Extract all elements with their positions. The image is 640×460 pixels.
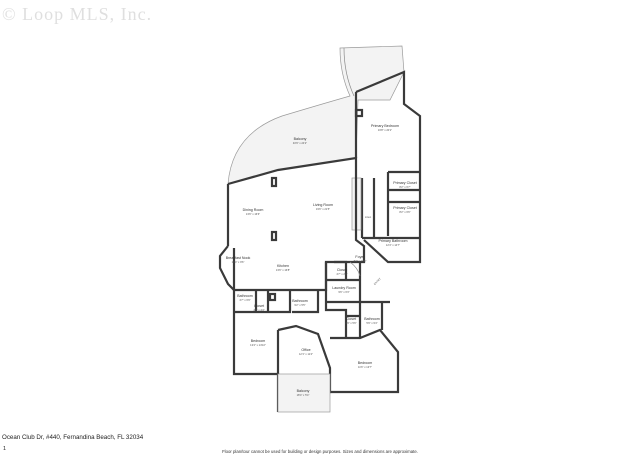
svg-text:8'4" x 10'8": 8'4" x 10'8" — [354, 259, 367, 263]
svg-text:Living Room: Living Room — [313, 203, 333, 207]
room-dining: Dining Room 13'6" x 16'6" — [243, 208, 264, 216]
room-balcony-top: Balcony 40'9" x 24'2" — [293, 137, 307, 145]
svg-text:9'6" x 6'3": 9'6" x 6'3" — [338, 290, 349, 294]
entry-label: ENTRY — [373, 277, 382, 286]
wall-kitchen — [218, 245, 312, 292]
column-top — [354, 108, 364, 118]
room-foyer: Foyer 8'4" x 10'8" — [354, 255, 367, 263]
balcony-slab-bottom — [277, 373, 331, 413]
room-closet-left: Closet 4'9" x 4'4" — [253, 304, 264, 312]
svg-text:8'2" x 6'6": 8'2" x 6'6" — [399, 210, 410, 214]
room-bathroom-mid: Bathroom 9'2" x 5'5" — [292, 299, 308, 307]
svg-text:Primary Closet: Primary Closet — [393, 181, 417, 185]
room-breakfast-nook: Breakfast Nook 10'4" x 9'6" — [226, 256, 251, 264]
svg-text:Bathroom: Bathroom — [364, 317, 380, 321]
svg-text:Bedroom: Bedroom — [358, 361, 373, 365]
room-closet-right: Closet 4'9" x 5'6" — [345, 317, 356, 325]
svg-text:Bathroom: Bathroom — [237, 294, 253, 298]
room-office: Office 12'1" x 11'4" — [299, 348, 313, 356]
room-bathroom-left: Bathroom 4'7" x 6'9" — [237, 294, 253, 302]
svg-text:Foyer: Foyer — [355, 255, 365, 259]
svg-text:16'8" x 20'1": 16'8" x 20'1" — [378, 128, 392, 132]
svg-text:Linen: Linen — [365, 215, 372, 219]
svg-text:4'7" x 6'9": 4'7" x 6'9" — [239, 298, 250, 302]
svg-text:Laundry Room: Laundry Room — [332, 286, 356, 290]
room-bedroom-right: Bedroom 11'6" x 13'7" — [358, 361, 373, 369]
svg-text:11'6" x 13'7": 11'6" x 13'7" — [358, 365, 372, 369]
svg-text:Primary Closet: Primary Closet — [393, 206, 417, 210]
svg-text:12'1" x 11'4": 12'1" x 11'4" — [299, 352, 313, 356]
svg-text:13'6" x 16'8": 13'6" x 16'8" — [276, 268, 290, 272]
svg-text:4'9" x 4'4": 4'9" x 4'4" — [253, 308, 264, 312]
svg-text:Closet: Closet — [337, 268, 347, 272]
balcony-railing-top — [343, 47, 355, 97]
svg-text:5'9" x 9'4": 5'9" x 9'4" — [366, 321, 377, 325]
column-mid-2 — [270, 230, 278, 242]
svg-text:Bathroom: Bathroom — [292, 299, 308, 303]
svg-text:40'9" x 24'2": 40'9" x 24'2" — [293, 141, 307, 145]
svg-text:Breakfast Nook: Breakfast Nook — [226, 256, 251, 260]
wall-bedrooms-left — [232, 290, 320, 412]
svg-text:Closet: Closet — [254, 304, 264, 308]
svg-text:18'4" x 5'4": 18'4" x 5'4" — [297, 393, 310, 397]
svg-text:8'2" x 6'7": 8'2" x 6'7" — [399, 185, 410, 189]
column-bottom — [268, 292, 277, 302]
svg-text:13'6" x 16'6": 13'6" x 16'6" — [246, 212, 260, 216]
svg-text:Bedroom: Bedroom — [251, 339, 266, 343]
svg-text:4'9" x 5'6": 4'9" x 5'6" — [345, 321, 356, 325]
room-living: Living Room 19'6" x 21'5" — [313, 203, 333, 211]
svg-text:Office: Office — [301, 348, 310, 352]
svg-text:Balcony: Balcony — [297, 389, 310, 393]
room-closet-foyer: Closet 4'7" x 2'1" — [336, 268, 347, 276]
svg-text:13'4" x 14'10": 13'4" x 14'10" — [250, 343, 266, 347]
wall-service — [324, 260, 390, 338]
svg-text:19'6" x 21'5": 19'6" x 21'5" — [316, 207, 330, 211]
room-balcony-bottom: Balcony 18'4" x 5'4" — [297, 389, 310, 397]
wall-primary-inner — [360, 170, 420, 240]
room-bathroom-right: Bathroom 5'9" x 9'4" — [364, 317, 380, 325]
wall-bedroom-right — [330, 302, 400, 394]
room-primary-bathroom: Primary Bathroom 12'4" x 14'7" — [379, 239, 408, 247]
property-address: Ocean Club Dr, #440, Fernandina Beach, F… — [2, 434, 144, 441]
svg-text:Primary Bathroom: Primary Bathroom — [379, 239, 408, 243]
room-kitchen: Kitchen 13'6" x 16'8" — [276, 264, 290, 272]
svg-text:Primary Bedroom: Primary Bedroom — [371, 124, 399, 128]
room-primary-closet-2: Primary Closet 8'2" x 6'6" — [393, 206, 417, 214]
svg-text:Closet: Closet — [346, 317, 356, 321]
room-primary-closet-1: Primary Closet 8'2" x 6'7" — [393, 181, 417, 189]
room-primary-bedroom: Primary Bedroom 16'8" x 20'1" — [371, 124, 399, 132]
room-bedroom-left: Bedroom 13'4" x 14'10" — [250, 339, 266, 347]
room-laundry: Laundry Room 9'6" x 6'3" — [332, 286, 356, 294]
svg-text:Kitchen: Kitchen — [277, 264, 289, 268]
page-number: 1 — [3, 446, 7, 452]
svg-text:10'4" x 9'6": 10'4" x 9'6" — [232, 260, 245, 264]
svg-text:12'4" x 14'7": 12'4" x 14'7" — [386, 243, 400, 247]
door-swing-foyer — [349, 261, 361, 277]
room-linen: Linen — [365, 215, 372, 219]
svg-text:4'7" x 2'1": 4'7" x 2'1" — [336, 272, 347, 276]
svg-text:Balcony: Balcony — [294, 137, 307, 141]
disclaimer-text: Floor plan/tour cannot be used for build… — [222, 449, 418, 454]
watermark: © Loop MLS, Inc. — [2, 4, 153, 24]
svg-text:Dining Room: Dining Room — [243, 208, 264, 212]
svg-text:9'2" x 5'5": 9'2" x 5'5" — [294, 303, 305, 307]
column-mid-1 — [270, 176, 278, 188]
